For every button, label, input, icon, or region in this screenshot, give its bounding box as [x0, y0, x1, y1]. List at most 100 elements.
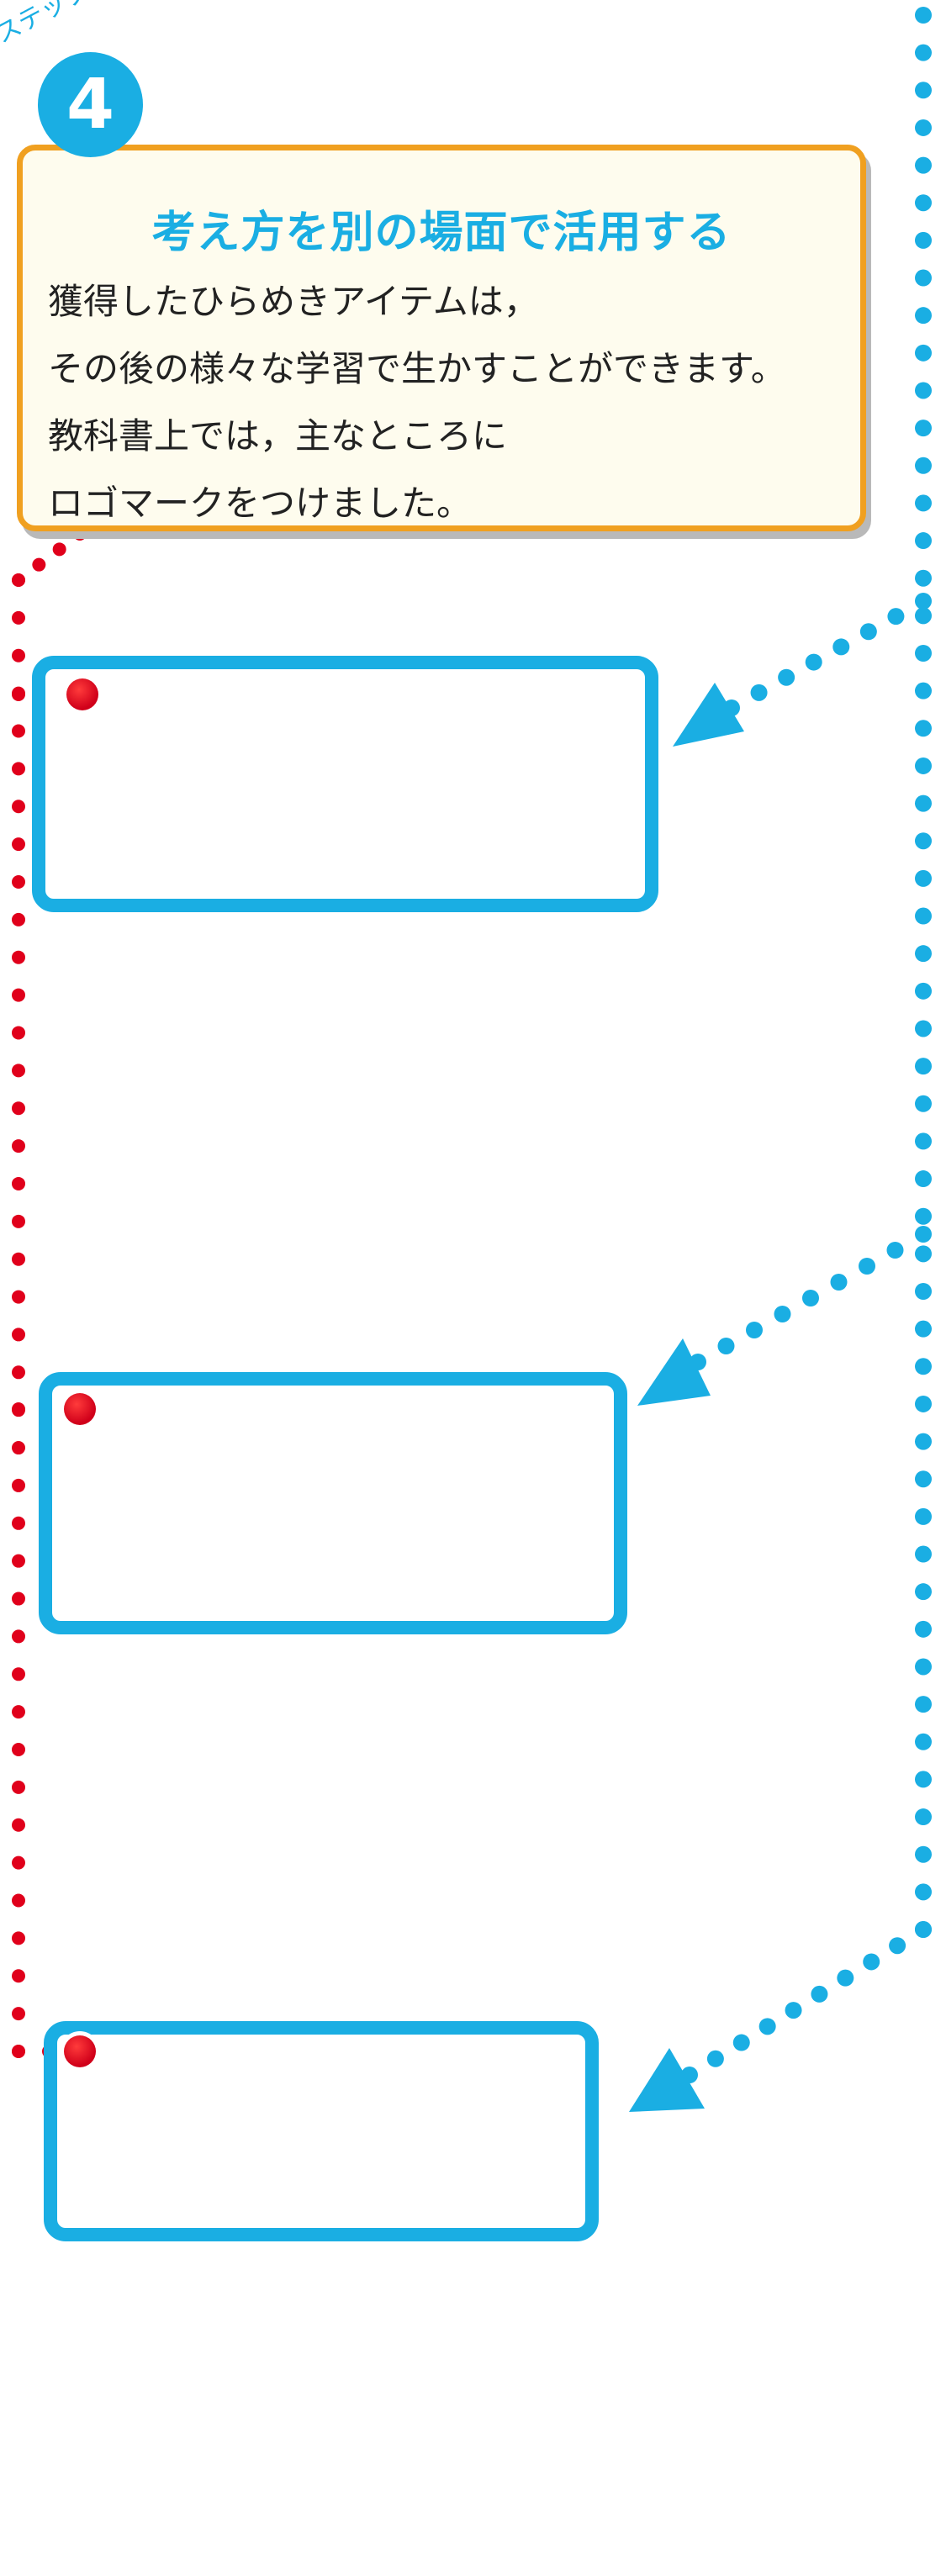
blue-dot: [802, 1290, 819, 1306]
blue-dot: [915, 494, 932, 512]
empty-panel-1: [32, 656, 658, 912]
blue-dot: [785, 2002, 802, 2019]
blue-dot: [915, 7, 932, 24]
blue-dot: [778, 668, 795, 686]
red-dot: [12, 1969, 25, 1983]
red-dot: [12, 1101, 25, 1116]
blue-dot: [915, 1808, 932, 1826]
red-dot: [12, 688, 25, 701]
red-dot: [12, 724, 25, 738]
red-dot: [12, 1290, 25, 1304]
blue-dot: [915, 794, 932, 812]
red-dot: [12, 1478, 25, 1492]
blue-dot: [915, 231, 932, 249]
blue-dot: [889, 1937, 906, 1955]
red-dot: [32, 557, 46, 572]
red-dot: [12, 2007, 25, 2021]
callout-title: 考え方を別の場面で活用する: [151, 208, 732, 258]
blue-dot: [915, 1696, 932, 1713]
blue-dot: [758, 2018, 776, 2035]
blue-dot: [915, 119, 932, 136]
empty-panel-3: [44, 2021, 599, 2241]
blue-dot: [915, 382, 932, 399]
blue-dot: [915, 1283, 932, 1300]
red-dot: [12, 1780, 25, 1794]
blue-dot: [915, 532, 932, 550]
blue-dot: [750, 684, 768, 701]
blue-dot: [915, 869, 932, 887]
red-dot: [12, 1402, 25, 1416]
red-dot: [12, 2045, 25, 2058]
red-dot: [12, 874, 25, 889]
blue-dot: [915, 1245, 932, 1263]
blue-dot: [805, 653, 822, 671]
blue-dot: [915, 607, 932, 625]
blue-dot: [915, 194, 932, 212]
blue-dot: [915, 1433, 932, 1450]
red-dot: [12, 912, 25, 926]
blue-dot: [915, 1470, 932, 1488]
blue-dot: [915, 44, 932, 61]
blue-dot: [915, 1620, 932, 1638]
red-dot: [12, 1176, 25, 1190]
blue-dot: [915, 1207, 932, 1225]
arrowhead-3: [629, 2048, 705, 2112]
blue-dot: [915, 1883, 932, 1901]
blue-dot: [811, 1985, 828, 2003]
blue-dot: [915, 1395, 932, 1412]
red-dot: [12, 1139, 25, 1153]
blue-dot: [830, 1274, 848, 1291]
callout-line-1: 獲得したひらめきアイテムは，: [48, 281, 539, 322]
blue-dot: [915, 593, 932, 610]
blue-dot: [859, 1258, 875, 1275]
step-callout-box: 考え方を別の場面で活用する 獲得したひらめきアイテムは， その後の様々な学習で生…: [17, 145, 866, 531]
empty-panel-2: [39, 1372, 627, 1634]
red-dot: [12, 1214, 25, 1228]
red-dot: [12, 1893, 25, 1908]
blue-dot: [915, 1733, 932, 1750]
red-dot: [12, 573, 25, 587]
red-dot: [12, 1743, 25, 1757]
blue-dot: [915, 645, 932, 662]
red-dot: [12, 1629, 25, 1644]
red-dot: [12, 762, 25, 776]
red-dot: [12, 1441, 25, 1455]
blue-dot: [915, 832, 932, 850]
blue-dot: [915, 1845, 932, 1863]
red-dot: [12, 1064, 25, 1078]
red-dot: [12, 800, 25, 814]
blue-dot: [915, 757, 932, 774]
red-dot: [12, 1026, 25, 1040]
blue-dot: [915, 982, 932, 1000]
blue-dot: [706, 2050, 724, 2067]
blue-dot: [915, 344, 932, 362]
callout-line-2: その後の様々な学習で生かすことができます。: [48, 348, 786, 389]
blue-dot: [915, 1658, 932, 1676]
blue-dotted-branch-lines: [681, 593, 932, 2083]
blue-dot: [915, 1226, 932, 1243]
red-dot: [12, 1365, 25, 1380]
red-dot: [12, 648, 25, 662]
blue-dot: [915, 82, 932, 99]
red-dot: [12, 1554, 25, 1568]
blue-dot: [915, 1020, 932, 1037]
blue-dot: [915, 720, 932, 737]
callout-line-3: 教科書上では，主なところに: [48, 415, 508, 457]
red-dot: [12, 1705, 25, 1719]
blue-dot: [863, 1953, 880, 1971]
blue-dot: [746, 1322, 763, 1338]
blue-dot: [915, 1170, 932, 1188]
callout-body: 獲得したひらめきアイテムは， その後の様々な学習で生かすことができます。 教科書…: [48, 268, 872, 537]
red-dot: [52, 542, 66, 557]
blue-dot: [915, 1095, 932, 1112]
blue-dot: [915, 269, 932, 287]
red-dot: [12, 1592, 25, 1606]
blue-dot: [915, 1771, 932, 1788]
blue-dot: [915, 1358, 932, 1375]
blue-dot: [717, 1338, 735, 1354]
red-dotted-vertical-line: [12, 573, 25, 2058]
blue-dot: [915, 457, 932, 474]
blue-dot: [915, 1507, 932, 1525]
blue-dot: [732, 2034, 750, 2051]
red-dot: [12, 1328, 25, 1342]
